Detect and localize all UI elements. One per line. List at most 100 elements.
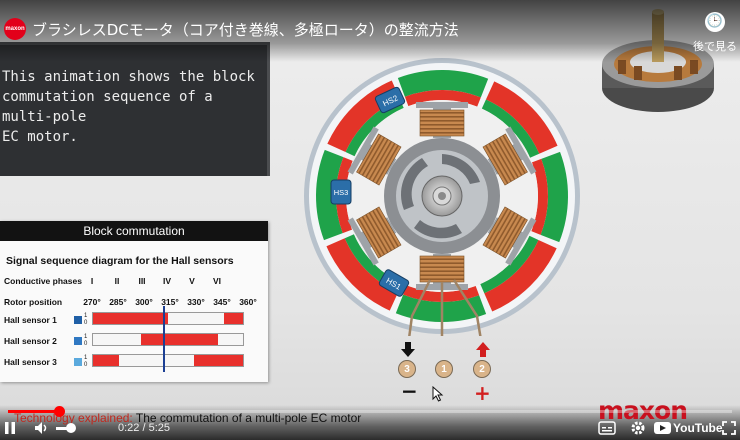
phase-label: III — [138, 276, 146, 286]
hall-signal-high-segment — [93, 313, 168, 324]
progress-played — [8, 410, 59, 413]
hall-sensor-3-track — [92, 354, 244, 367]
magnet-pole-outer — [540, 151, 568, 243]
bit-low: 0 — [84, 320, 88, 326]
watch-later-label: 後で見る — [693, 40, 737, 53]
time-display: 0:22 / 5:25 — [118, 418, 170, 438]
rotor-angle-label: 345° — [213, 297, 231, 307]
channel-avatar[interactable]: maxon — [4, 18, 26, 40]
hall-sensor-1-track — [92, 312, 244, 325]
magnet-pole-outer — [485, 81, 558, 154]
time-total: 5:25 — [148, 422, 171, 434]
phase-label: V — [189, 276, 195, 286]
motor-cross-section: HS2 HS3 HS1 — [304, 58, 580, 336]
hall-signal-high-segment — [193, 355, 243, 366]
chalkboard-panel: This animation shows the block commutati… — [0, 42, 270, 176]
magnet-pole-outer — [316, 149, 344, 241]
youtube-logo[interactable]: YouTube — [654, 418, 723, 438]
block-panel-header: Block commutation — [0, 221, 268, 241]
player-controls: 0:22 / 5:25 YouTube — [0, 416, 740, 440]
stator-coil — [482, 126, 537, 186]
clock-icon: 🕒 — [705, 12, 725, 32]
bit-low: 0 — [84, 341, 88, 347]
stator-coil — [347, 206, 402, 266]
current-in-arrow-icon — [476, 342, 490, 357]
wire-terminal-1: 1 — [435, 360, 453, 378]
settings-icon[interactable] — [630, 420, 646, 436]
wire-leads — [408, 279, 482, 336]
time-current: 0:22 — [118, 422, 140, 434]
magnet-pole-inner — [531, 158, 548, 235]
time-separator: / — [139, 422, 149, 434]
rotor-angle-label: 330° — [187, 297, 205, 307]
stator-coil — [482, 206, 537, 266]
hall-sensor-2-track — [92, 333, 244, 346]
maxon-logo: maxon — [598, 396, 688, 425]
stator-coil — [347, 126, 402, 186]
stator-teeth — [347, 102, 537, 290]
progress-bar[interactable] — [8, 406, 732, 417]
caption-text: The commutation of a multi-pole EC motor — [132, 411, 362, 425]
phase-label: I — [90, 276, 94, 286]
phases-label: Conductive phases — [4, 276, 82, 286]
mouse-pointer-icon — [432, 386, 444, 402]
stator-coil — [416, 254, 468, 290]
rotor-angle-label: 270° — [83, 297, 101, 307]
stator-coil — [416, 102, 468, 138]
slide-caption: Technology explained: The commutation of… — [14, 411, 361, 425]
magnet-pole-outer — [397, 70, 489, 98]
phase-label: VI — [212, 276, 222, 286]
pause-icon[interactable] — [4, 421, 16, 435]
magnet-pole-outer — [484, 239, 557, 312]
youtube-play-icon — [654, 422, 671, 434]
rotor-angle-label: 360° — [239, 297, 257, 307]
chalk-line: commutation sequence of a multi-pole — [2, 89, 213, 125]
video-title[interactable]: ブラシレスDCモータ（コア付き巻線、多極ロータ）の整流方法 — [32, 21, 459, 39]
controls-gradient — [0, 405, 740, 440]
bit-high: 1 — [84, 355, 88, 361]
watch-later-button[interactable]: 🕒 後で見る — [692, 12, 738, 54]
rotor-angle-label: 315° — [161, 297, 179, 307]
progress-scrubber[interactable] — [53, 406, 65, 417]
hall-sensor-hs1: HS1 — [378, 269, 410, 297]
hall-sensor-2-label: Hall sensor 2 — [4, 336, 57, 346]
hall-sensor-3-marker — [74, 358, 82, 366]
phase-label: IV — [162, 276, 172, 286]
volume-knob[interactable] — [66, 423, 76, 433]
hall-diagram-title: Signal sequence diagram for the Hall sen… — [6, 255, 234, 267]
phase-label: II — [114, 276, 120, 286]
hall-sensor-1-label: Hall sensor 1 — [4, 315, 57, 325]
hall-sensor-3-label: Hall sensor 3 — [4, 357, 57, 367]
bit-high: 1 — [84, 313, 88, 319]
hall-sensor-1-marker — [74, 316, 82, 324]
chalk-line: EC motor. — [2, 129, 78, 145]
title-bar: maxon ブラシレスDCモータ（コア付き巻線、多極ロータ）の整流方法 🕒 後で… — [0, 0, 740, 62]
bit-low: 0 — [84, 362, 88, 368]
subtitles-icon[interactable] — [598, 421, 616, 435]
hall-signal-high-segment — [93, 355, 119, 366]
rotor-angle-label: 285° — [109, 297, 127, 307]
rotor-angle-label: 300° — [135, 297, 153, 307]
youtube-wordmark: YouTube — [673, 421, 723, 435]
bearing — [421, 175, 463, 217]
wire-terminal-2: 2 — [473, 360, 491, 378]
bit-high: 1 — [84, 334, 88, 340]
block-commutation-panel: Block commutation Signal sequence diagra… — [0, 221, 268, 382]
current-out-arrow-icon — [401, 342, 415, 357]
fullscreen-icon[interactable] — [722, 421, 736, 435]
minus-sign: − — [401, 379, 418, 403]
hall-sensor-hs3: HS3 — [330, 179, 352, 205]
volume-slider[interactable] — [56, 427, 74, 430]
rotor-position-label: Rotor position — [4, 297, 63, 307]
hall-label-hs3: HS3 — [334, 188, 349, 197]
chalk-line: This animation shows the block — [2, 69, 255, 85]
chalkboard-text: This animation shows the block commutati… — [2, 67, 262, 147]
magnet-pole-inner — [404, 90, 481, 107]
hall-sensor-2-marker — [74, 337, 82, 345]
caption-lead: Technology explained: — [14, 411, 133, 425]
volume-icon[interactable] — [34, 421, 50, 435]
magnet-pole-outer — [326, 238, 399, 311]
plus-sign: + — [474, 381, 491, 405]
hall-signal-high-segment — [223, 313, 243, 324]
